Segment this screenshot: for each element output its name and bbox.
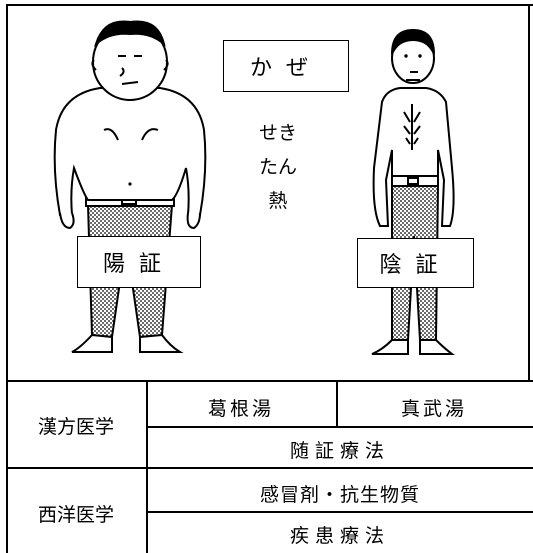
kampo-approach: 随証療法	[289, 440, 391, 462]
western-remedies: 感冒剤・抗生物質	[259, 484, 421, 506]
frame-right	[528, 4, 530, 380]
kampo-remedy-kakkonto: 葛根湯	[207, 398, 275, 420]
remedy-divider	[336, 380, 338, 426]
kampo-remedy-shinbuto: 真武湯	[400, 398, 468, 420]
title-box: かぜ	[223, 40, 349, 92]
section-divider	[6, 467, 533, 469]
western-approach: 疾患療法	[289, 525, 391, 547]
symptom-cough: せき	[258, 122, 298, 144]
symptom-fever: 熱	[268, 190, 288, 212]
western-label: 西洋医学	[37, 504, 115, 526]
yang-label-box: 陽証	[77, 236, 201, 288]
table-col-divider	[146, 380, 148, 553]
symptom-phlegm: たん	[258, 156, 298, 178]
western-mid-line	[146, 511, 533, 513]
frame-top	[6, 4, 533, 6]
yin-figure	[371, 28, 455, 355]
kampo-mid-line	[146, 426, 533, 428]
table-top-line	[6, 380, 533, 382]
kampo-label: 漢方医学	[37, 416, 115, 438]
frame-left	[6, 4, 8, 553]
yang-figure	[53, 20, 207, 353]
yin-label-box: 陰証	[357, 238, 474, 288]
